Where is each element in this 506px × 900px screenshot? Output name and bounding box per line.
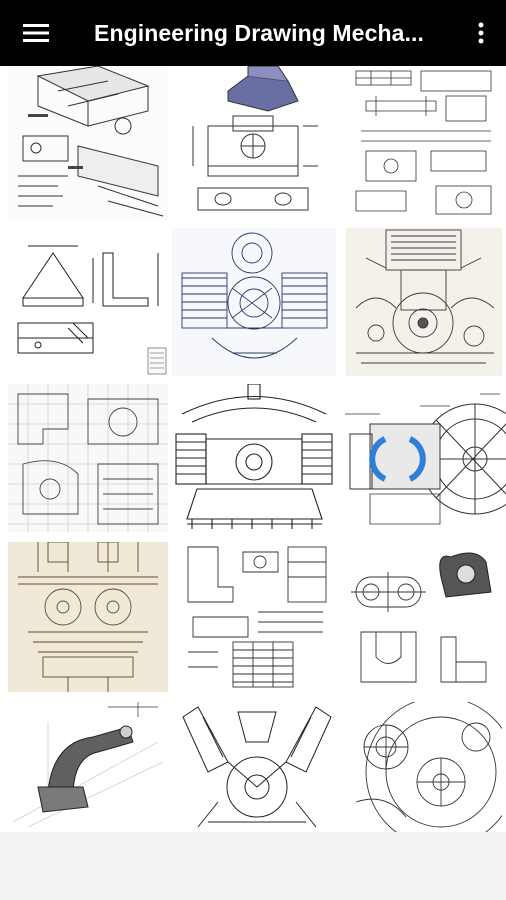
drawing-image [172, 384, 336, 532]
drawing-thumbnail-7[interactable] [8, 384, 168, 532]
app-title: Engineering Drawing Mecha... [94, 19, 424, 46]
drawing-image [8, 384, 168, 532]
drawing-image [346, 702, 502, 832]
drawing-thumbnail-6[interactable] [346, 228, 502, 376]
drawing-image [340, 384, 506, 532]
drawing-image [8, 702, 168, 832]
overflow-menu-button[interactable] [456, 0, 506, 66]
drawing-image [8, 228, 168, 376]
bottom-empty-area [0, 832, 506, 900]
drawing-image [8, 66, 168, 220]
hamburger-menu-icon [23, 24, 49, 42]
drawing-thumbnail-8[interactable] [172, 384, 336, 532]
drawing-image [172, 228, 336, 376]
drawing-image [346, 66, 502, 220]
drawing-thumbnail-11[interactable] [178, 542, 336, 692]
drawing-thumbnail-15[interactable] [346, 702, 502, 832]
drawing-thumbnail-12[interactable] [346, 542, 502, 692]
app-bar: Engineering Drawing Mecha... [0, 0, 506, 66]
drawing-image [346, 542, 502, 692]
drawing-gallery-grid [0, 66, 506, 832]
drawing-thumbnail-5[interactable] [172, 228, 336, 376]
drawing-thumbnail-4[interactable] [8, 228, 168, 376]
drawing-image [8, 542, 168, 692]
drawing-thumbnail-13[interactable] [8, 702, 168, 832]
drawing-thumbnail-9[interactable] [340, 384, 506, 532]
drawing-thumbnail-1[interactable] [8, 66, 168, 220]
drawing-thumbnail-2[interactable] [178, 66, 336, 220]
more-vert-icon [478, 22, 484, 44]
drawing-thumbnail-3[interactable] [346, 66, 502, 220]
drawing-image [178, 66, 336, 220]
drawing-thumbnail-10[interactable] [8, 542, 168, 692]
drawing-image [178, 542, 336, 692]
drawing-image [178, 702, 336, 832]
drawing-thumbnail-14[interactable] [178, 702, 336, 832]
menu-button[interactable] [0, 0, 72, 66]
drawing-image [346, 228, 502, 376]
